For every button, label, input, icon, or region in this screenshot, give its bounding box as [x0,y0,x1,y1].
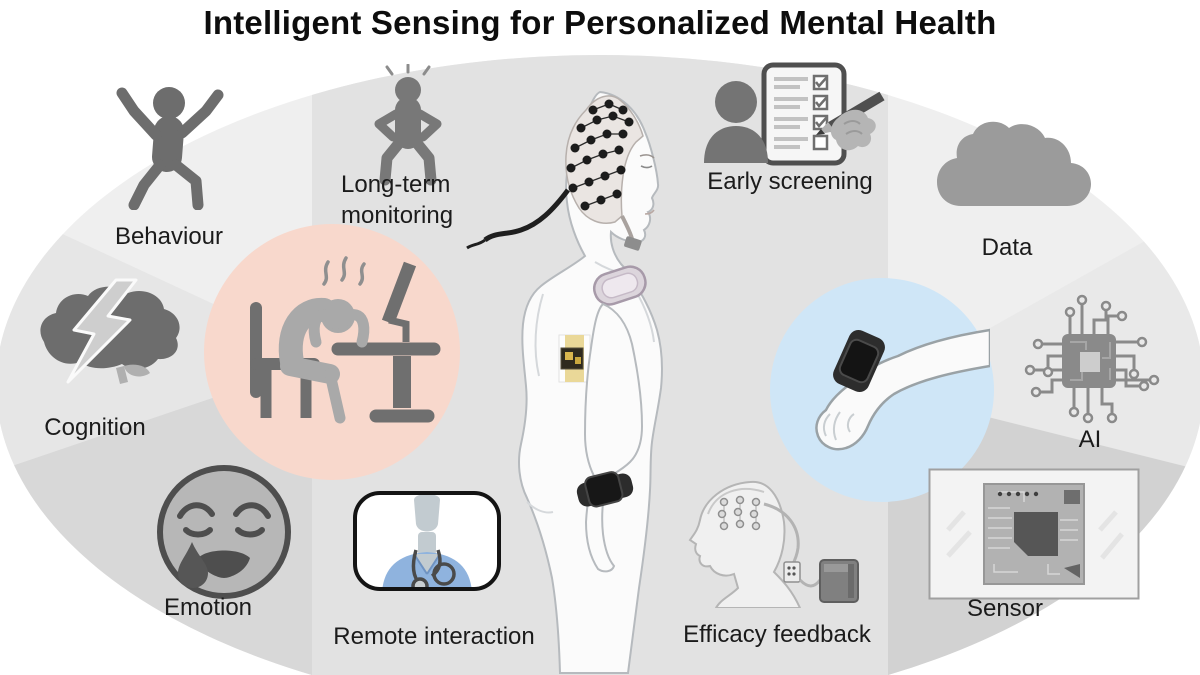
label-data: Data [981,234,1033,261]
tear-drop [178,542,208,588]
arm-skin-patch-sensor [558,334,591,383]
frame-hatch [946,510,1124,560]
eeg-cable-tail [466,238,486,250]
neurostimulation-head-device-icon [688,480,859,608]
cloud-icon [937,121,1091,206]
board-traces [988,491,1078,575]
circuit-board-icon [928,468,1140,600]
chest-patch-sensor [592,265,647,306]
eeg-cable [483,188,570,243]
human-body-profile [466,90,663,674]
doctor-video-call-icon [353,491,501,591]
pin-dots [997,491,1039,497]
stressed-standing-person-icon [374,64,442,186]
burnout-person-at-desk-icon [250,256,441,424]
label-ai: AI [1078,426,1102,453]
smartwatch [833,329,885,393]
stress-squiggles [322,256,366,286]
trace-terminals [1024,294,1160,424]
chip-core [1080,352,1100,372]
label-long-term-monitoring: Long-term monitoring [341,171,454,230]
brain-lightning-icon [40,278,180,384]
chip-die [1014,512,1058,556]
knuckle-lines [822,411,855,441]
doctor [382,495,472,587]
eeg-electrodes [566,99,634,211]
forearm-fist [815,328,990,451]
label-early-screening: Early screening [707,168,873,195]
stimulator-device [819,559,859,603]
chip-circuit-icon [1024,294,1160,424]
circuit-traces [1034,304,1150,414]
label-cognition: Cognition [44,414,146,441]
scalp-electrodes [717,495,761,531]
label-emotion: Emotion [163,594,253,621]
wrist-with-smartwatch-icon [815,328,990,451]
sad-mouth [198,550,250,578]
lightning-bolt [66,278,138,384]
chin-strap-pad [624,236,642,251]
head-profile [688,480,802,608]
person-bust [704,81,768,163]
jumping-person-icon [116,87,224,210]
hand-with-pencil [816,91,885,151]
weary-face-tear-icon [157,465,291,599]
slumped-person [278,297,370,424]
person-checklist-pencil-icon [704,62,885,166]
figure-title: Intelligent Sensing for Personalized Men… [203,4,997,41]
checklist-rows [774,74,829,151]
body-smartwatch [576,471,634,508]
desk-and-monitor [331,261,441,423]
label-remote-interaction: Remote interaction [333,623,535,650]
label-behaviour: Behaviour [114,223,224,250]
label-sensor: Sensor [966,595,1044,622]
connector [783,561,801,583]
label-efficacy-feedback: Efficacy feedback [683,621,871,648]
stethoscope [411,549,456,587]
